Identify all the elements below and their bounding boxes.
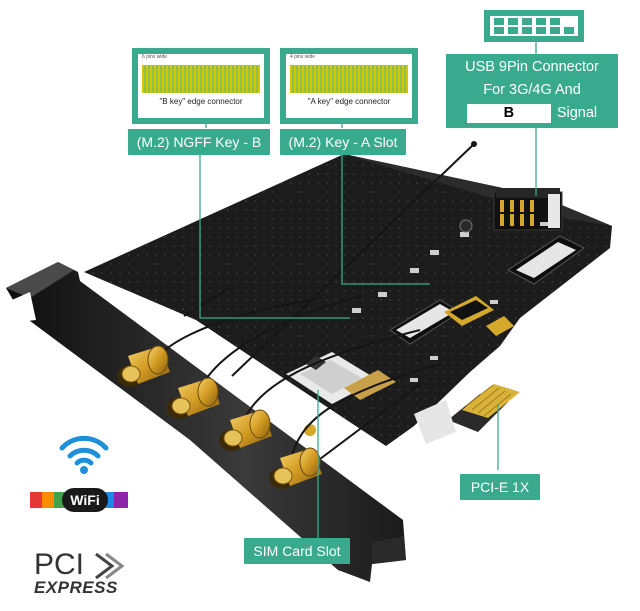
express-logo-text: EXPRESS <box>34 578 118 597</box>
ngff-key-b-label: (M.2) NGFF Key - B <box>128 129 270 155</box>
antenna-connector-4 <box>269 447 322 489</box>
b-key-edge-image <box>142 65 260 93</box>
a-key-edge-image <box>290 65 408 93</box>
b-key-pins-label: 6 pins wide <box>142 54 168 60</box>
a-key-pins-label: 4 pins wide <box>290 54 316 60</box>
usb-callout-boxed-text: B <box>466 103 551 123</box>
usb-callout-signal: Signal <box>556 105 598 121</box>
sim-card-slot <box>286 352 456 444</box>
smd-components <box>304 222 548 436</box>
usb-callout-line2: For 3G/4G And <box>483 82 581 98</box>
m2-key-b-slot <box>507 235 585 285</box>
antenna-connector-3 <box>219 409 272 451</box>
wifi-standards-badge: WiFi <box>30 488 128 512</box>
antenna-connector-2 <box>167 377 220 419</box>
a-key-caption: "A key" edge connector <box>307 97 391 106</box>
usb-callout-line3: B Signal <box>446 102 618 125</box>
usb-connector-callout: USB 9Pin Connector For 3G/4G And B Signal <box>446 54 618 128</box>
pci-logo-chevrons-icon <box>95 552 125 580</box>
usb-callout-line1: USB 9Pin Connector <box>465 59 599 75</box>
pci-logo-text: PCI <box>34 548 85 581</box>
wifi-icon <box>59 435 109 474</box>
gold-pads <box>444 296 514 336</box>
b-key-caption: "B key" edge connector <box>159 97 243 106</box>
pcie-edge-connector <box>448 384 520 432</box>
a-key-connector-diagram: 4 pins wide "A key" edge connector <box>280 48 418 124</box>
sim-card-slot-label: SIM Card Slot <box>244 538 350 564</box>
usb-header-icon <box>484 10 584 54</box>
b-key-connector-diagram: 6 pins wide "B key" edge connector <box>132 48 270 124</box>
key-a-slot-label: (M.2) Key - A Slot <box>280 129 406 155</box>
wifi-badge-text: WiFi <box>70 492 99 508</box>
metal-bracket <box>6 262 406 582</box>
usb-9pin-header <box>493 188 563 231</box>
antenna-connector-1 <box>117 345 170 387</box>
pcie-1x-label: PCI-E 1X <box>460 474 540 500</box>
